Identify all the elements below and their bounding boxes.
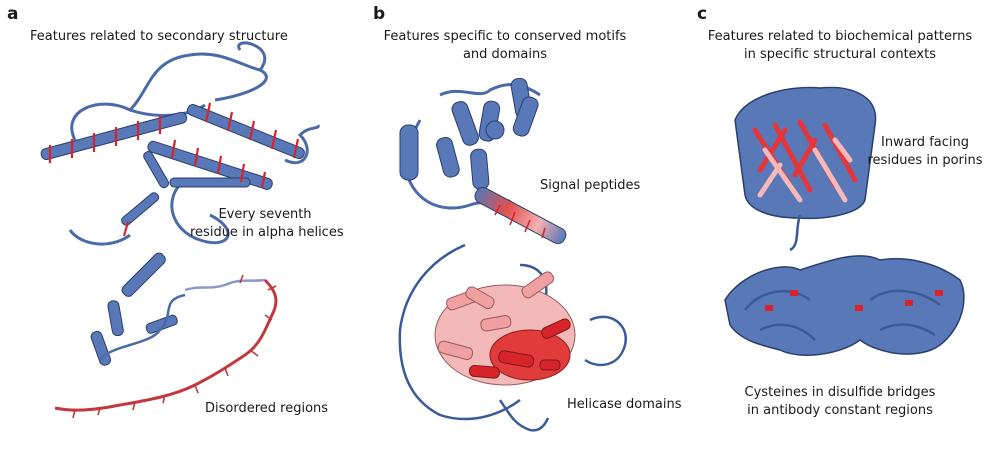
panel-a-letter: a [7,4,18,24]
panel-a-caption-helices: Every seventh residue in alpha helices [190,206,340,242]
panel-b-letter: b [373,4,385,24]
panel-b: b Features specific to conserved motifs … [335,0,670,458]
panel-a-title: Features related to secondary structure [30,28,280,46]
panel-b-title-line2: and domains [375,46,635,64]
panel-c-caption-antibody-line2: in antibody constant regions [725,402,955,420]
panel-c-caption-antibody-line1: Cysteines in disulfide bridges [725,384,955,402]
panel-c-title-line1: Features related to biochemical patterns [705,28,975,46]
panel-b-caption-signal: Signal peptides [540,177,640,195]
panel-c-caption-porins-line2: residues in porins [860,152,990,170]
panel-c-caption-porins-line1: Inward facing [860,134,990,152]
panel-c-letter: c [697,4,707,24]
panel-c-caption-antibody: Cysteines in disulfide bridges in antibo… [725,384,955,420]
panel-a-caption-helices-line1: Every seventh [190,206,340,224]
panel-c: c Features related to biochemical patter… [670,0,1000,458]
panel-c-caption-porins: Inward facing residues in porins [860,134,990,170]
panel-b-title-line1: Features specific to conserved motifs [375,28,635,46]
panel-a-caption-helices-line2: residue in alpha helices [190,224,340,242]
panel-b-title: Features specific to conserved motifs an… [375,28,635,64]
panel-a-caption-disordered: Disordered regions [205,400,328,418]
panel-c-title-line2: in specific structural contexts [705,46,975,64]
panel-c-title: Features related to biochemical patterns… [705,28,975,64]
panel-a: a Features related to secondary structur… [0,0,335,458]
panel-b-caption-helicase: Helicase domains [567,396,681,414]
